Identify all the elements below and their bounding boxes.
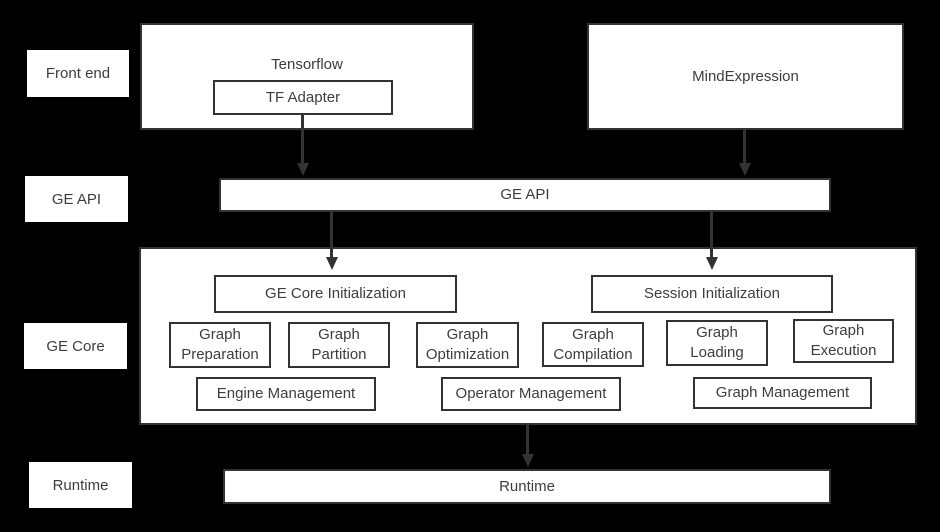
session-initialization-box: Session Initialization [591, 275, 833, 313]
arrow-ge-core-to-runtime [526, 425, 529, 454]
arrow-tf-adapter-to-ge-api [301, 114, 304, 163]
mindexpression-box: MindExpression [587, 23, 904, 130]
graph-optimization-box: Graph Optimization [416, 322, 519, 368]
runtime-bar: Runtime [223, 469, 831, 504]
engine-management-box: Engine Management [196, 377, 376, 411]
graph-execution-box: Graph Execution [793, 319, 894, 363]
ge-api-bar: GE API [219, 178, 831, 212]
tensorflow-box: Tensorflow TF Adapter [140, 23, 474, 130]
operator-management-box: Operator Management [441, 377, 621, 411]
row-label-front-end: Front end [27, 50, 129, 97]
row-label-runtime: Runtime [29, 462, 132, 508]
graph-management-box: Graph Management [693, 377, 872, 409]
tf-adapter-box: TF Adapter [213, 80, 393, 115]
graph-preparation-box: Graph Preparation [169, 322, 271, 368]
graph-partition-box: Graph Partition [288, 322, 390, 368]
ge-core-container: GE Core Initialization Session Initializ… [139, 247, 917, 425]
graph-loading-box: Graph Loading [666, 320, 768, 366]
row-label-ge-core: GE Core [24, 323, 127, 369]
tensorflow-label: Tensorflow [271, 56, 343, 73]
row-label-ge-api: GE API [25, 176, 128, 222]
arrow-ge-api-to-ge-core-initialization [330, 212, 333, 257]
graph-compilation-box: Graph Compilation [542, 322, 644, 367]
arrow-ge-api-to-session-initialization [710, 212, 713, 257]
arrow-mindexpression-to-ge-api [743, 130, 746, 163]
ge-core-initialization-box: GE Core Initialization [214, 275, 457, 313]
